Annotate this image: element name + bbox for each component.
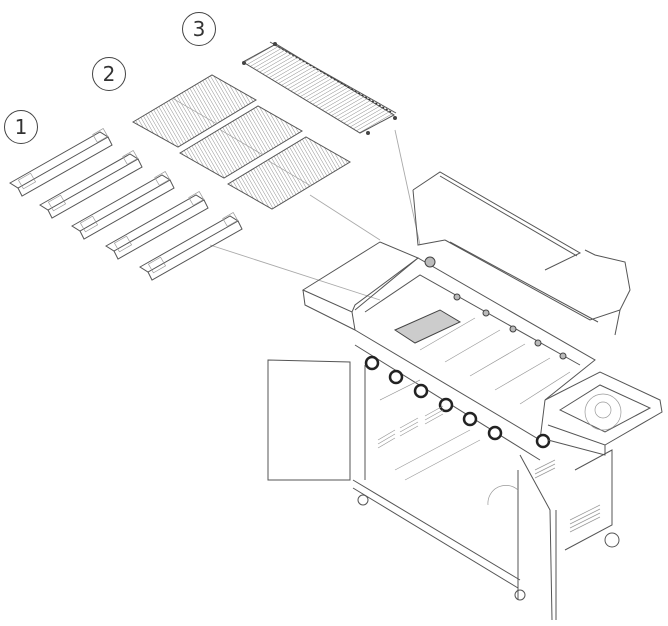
side-burner-shelf <box>544 371 663 456</box>
burner-knob <box>364 355 380 371</box>
heat-tent <box>9 128 113 197</box>
firebox <box>354 256 596 461</box>
burner-knob <box>438 397 454 413</box>
warming-rack <box>241 41 397 135</box>
grill-lid <box>412 171 631 336</box>
left-side-shelf <box>301 241 419 331</box>
heat-tent <box>39 150 143 219</box>
burner-knob <box>388 369 404 385</box>
callout-3: 3 <box>182 12 216 46</box>
heat-tents <box>9 128 243 281</box>
heat-tent <box>139 212 243 281</box>
right-door <box>519 454 553 621</box>
cooking-grates <box>131 74 351 210</box>
burner-knobs <box>364 355 551 449</box>
cart-cabinet <box>267 359 620 621</box>
left-door <box>267 359 351 481</box>
heat-tent <box>105 191 209 260</box>
burner-knob <box>413 383 429 399</box>
callout-1-label: 1 <box>14 115 28 139</box>
callout-1: 1 <box>4 110 38 144</box>
callout-2: 2 <box>92 57 126 91</box>
grill-body <box>267 171 663 621</box>
side-vents <box>377 405 601 533</box>
burner-knob <box>487 425 503 441</box>
callout-3-label: 3 <box>192 17 206 41</box>
heat-tent <box>71 171 175 240</box>
burner-knob <box>462 411 478 427</box>
side-burner-knob <box>535 433 551 449</box>
callout-2-label: 2 <box>102 62 116 86</box>
